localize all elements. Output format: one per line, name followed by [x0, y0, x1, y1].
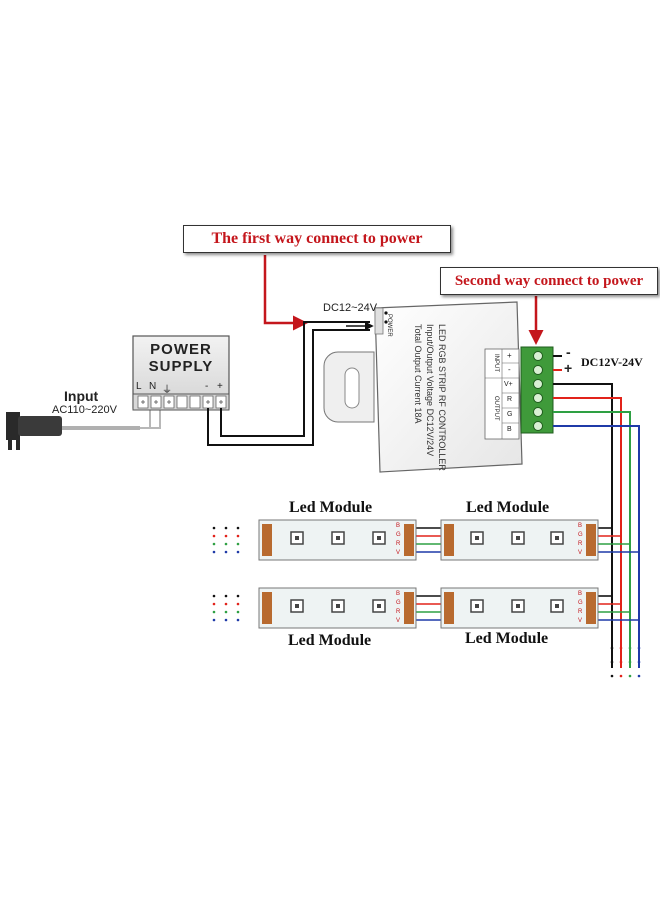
pad-mark: G [396, 600, 401, 606]
led-module-top-right [440, 519, 599, 561]
output-pin-b: B [507, 426, 512, 433]
pad-mark: V [578, 618, 583, 624]
ps-terminal-l: L [136, 381, 142, 392]
pad-mark: V [578, 550, 583, 556]
power-port-label: POWER [386, 314, 392, 337]
input-label: Input [64, 388, 99, 404]
ps-terminal-ground: ⏚ [162, 385, 172, 396]
ps-terminal-plus: + [217, 381, 223, 392]
controller-voltage: Input/Output Voltage DC12V/24V [425, 324, 435, 457]
led-module-label-top-right: Led Module [466, 499, 550, 516]
mains-plug [6, 412, 140, 450]
pad-mark: B [578, 591, 583, 597]
pad-mark: B [578, 523, 583, 529]
led-module-bottom-right [440, 587, 599, 629]
terminal-block [520, 346, 562, 434]
input-header: INPUT [493, 354, 499, 372]
pad-marks-top-left: B G R V [396, 522, 401, 558]
ps-terminal-minus: - [205, 381, 209, 392]
power-supply-title-line2: SUPPLY [148, 358, 214, 375]
output-wires [553, 383, 640, 668]
pad-mark: G [396, 532, 401, 538]
pad-mark: R [578, 609, 583, 615]
continuation-dots-left [212, 526, 240, 622]
dc-input-label: DC12~24V [323, 302, 378, 314]
input-pin-minus: - [508, 365, 511, 374]
pad-mark: R [396, 609, 401, 615]
led-module-label-bottom-right: Led Module [465, 630, 549, 647]
pad-mark: G [578, 600, 583, 606]
power-supply-title-line1: POWER [150, 341, 212, 358]
led-module-bottom-left [258, 587, 417, 629]
pad-marks-bottom-left: B G R V [396, 590, 401, 626]
first-way-callout: The first way connect to power [183, 225, 451, 253]
rf-controller-box [323, 301, 523, 473]
module-bus-connections [414, 527, 639, 621]
pad-marks-bottom-right: B G R V [578, 590, 583, 626]
controller-title: LED RGB STRIP RF CONTROLLER [437, 324, 447, 471]
output-pin-g: G [507, 411, 513, 418]
terminal-minus-label: - [566, 344, 571, 360]
ac-input-wires [140, 404, 161, 429]
output-pin-vplus: V+ [504, 381, 513, 388]
power-supply-title: POWER SUPPLY [133, 341, 229, 375]
output-header: OUTPUT [493, 396, 499, 421]
pad-marks-top-right: B G R V [578, 522, 583, 558]
pad-mark: B [396, 523, 401, 529]
led-module-label-top-left: Led Module [289, 499, 373, 516]
continuation-dots-bottom [610, 646, 641, 678]
led-module-label-bottom-left: Led Module [288, 632, 372, 649]
controller-current: Total Output Current 18A [413, 324, 423, 424]
ps-terminal-n: N [149, 381, 157, 392]
pad-mark: R [396, 541, 401, 547]
pad-mark: V [396, 618, 401, 624]
first-way-arrow [263, 255, 308, 331]
second-way-callout: Second way connect to power [440, 267, 658, 295]
input-voltage: AC110~220V [52, 404, 117, 416]
terminal-voltage-label: DC12V-24V [581, 355, 643, 369]
terminal-plus-label: + [564, 360, 573, 376]
pad-mark: B [396, 591, 401, 597]
controller-text: LED RGB STRIP RF CONTROLLER Input/Output… [412, 324, 448, 471]
dc-power-wires [207, 321, 370, 446]
pad-mark: G [578, 532, 583, 538]
pad-mark: V [396, 550, 401, 556]
led-module-top-left [258, 519, 417, 561]
input-pin-plus: + [507, 351, 512, 360]
pad-mark: R [578, 541, 583, 547]
output-pin-r: R [507, 396, 513, 403]
